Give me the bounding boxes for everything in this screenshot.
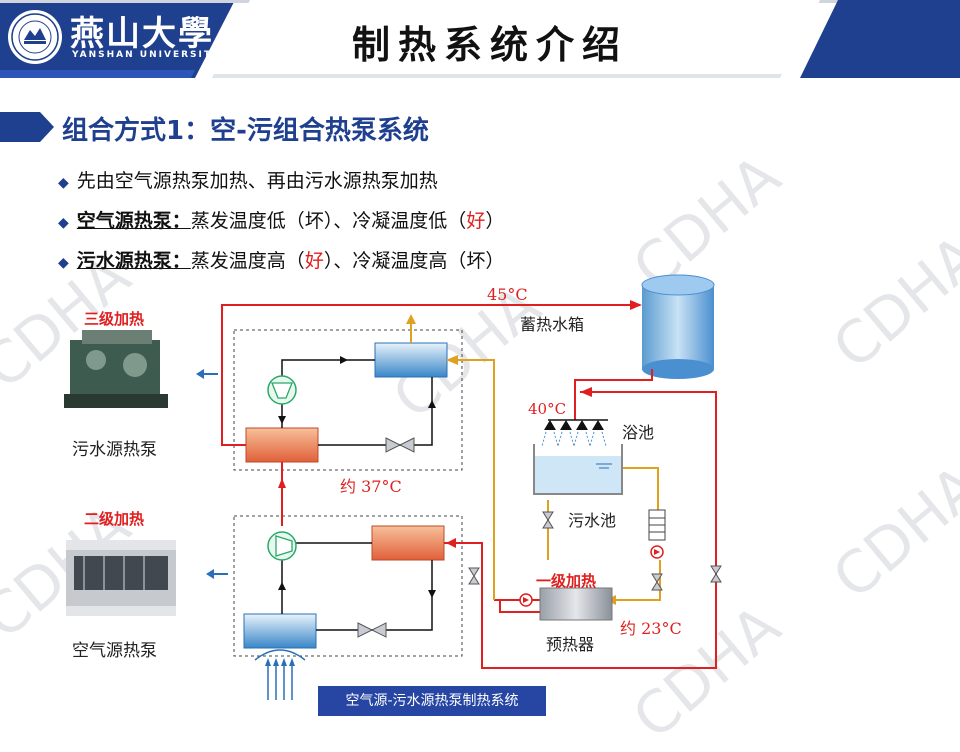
lower-heat-exchanger-blue (243, 613, 317, 649)
storage-tank (641, 274, 715, 379)
label-stage3: 三级加热 (84, 310, 144, 328)
header-band (0, 0, 960, 78)
label-temp-45: 45°C (487, 285, 528, 304)
bullet-2: ◆ 空气源热泵：蒸发温度低（坏）、冷凝温度低（好） (58, 206, 504, 233)
air-inflow-arrows (254, 649, 306, 700)
diamond-bullet-icon: ◆ (58, 255, 69, 271)
bullet-1: ◆ 先由空气源热泵加热、再由污水源热泵加热 (58, 166, 438, 193)
bullet-3-highlight: 好 (304, 250, 324, 272)
valve-icon-right (651, 573, 663, 591)
section-heading: 组合方式1：空-污组合热泵系统 (62, 116, 429, 146)
bullet-2-highlight: 好 (466, 210, 486, 232)
label-sewage-heat-pump: 污水源热泵 (72, 440, 157, 460)
lower-expansion-valve-icon (357, 622, 387, 638)
label-temp-40: 40°C (528, 400, 566, 418)
label-stage1: 一级加热 (536, 572, 596, 590)
label-preheater: 预热器 (546, 635, 594, 654)
university-logo-chinese: 燕山大學 (70, 14, 214, 54)
university-seal-logo (8, 10, 62, 64)
sewage-valve-icon (542, 511, 554, 529)
diamond-bullet-icon: ◆ (58, 175, 69, 191)
upper-compressor-icon (267, 375, 297, 405)
bullet-3-text-b: ）、冷凝温度高（坏） (323, 250, 505, 272)
bullet-3-key: 污水源热泵： (76, 250, 191, 272)
label-air-heat-pump: 空气源热泵 (72, 641, 157, 661)
label-temp-23: 约 23°C (620, 619, 682, 638)
heading-arrow-icon (0, 112, 54, 142)
valve-icon-far-right (710, 565, 722, 583)
bullet-1-text: 先由空气源热泵加热、再由污水源热泵加热 (76, 170, 438, 192)
diagram-caption: 空气源-污水源热泵制热系统 (318, 686, 546, 716)
upper-heat-exchanger-blue (374, 342, 448, 378)
valve-icon-left (468, 567, 480, 585)
heat-pump-system-diagram: 三级加热 二级加热 一级加热 污水源热泵 空气源热泵 蓄热水箱 浴池 污水池 预… (64, 274, 722, 700)
label-temp-37: 约 37°C (340, 477, 402, 496)
label-sewage-pool: 污水池 (568, 511, 616, 530)
upper-expansion-valve-icon (385, 437, 415, 453)
bullet-2-key: 空气源热泵： (76, 210, 191, 232)
lower-compressor-icon (267, 531, 297, 561)
bullet-3-text-a: 蒸发温度高（ (190, 250, 305, 272)
university-logo-english: YANSHAN UNIVERSITY (72, 50, 221, 60)
preheater (539, 587, 613, 621)
air-heat-pump-unit-box (233, 515, 463, 657)
shower-heads-icon (544, 420, 604, 430)
label-storage-tank: 蓄热水箱 (520, 315, 584, 334)
lower-heat-exchanger-orange (371, 525, 445, 561)
sewage-heat-pump-unit-box (233, 329, 463, 471)
bullet-2-text-a: 蒸发温度低（坏）、冷凝温度低（ (190, 210, 467, 232)
bath-tub (533, 444, 623, 495)
air-source-heat-pump-image (66, 540, 176, 616)
label-bath: 浴池 (622, 423, 654, 442)
slide-title: 制热系统介绍 (351, 23, 628, 67)
bullet-2-text-b: ） (485, 210, 505, 232)
filter-icon (648, 509, 666, 541)
diamond-bullet-icon: ◆ (58, 215, 69, 231)
bullet-3: ◆ 污水源热泵：蒸发温度高（好）、冷凝温度高（坏） (58, 246, 504, 273)
upper-heat-exchanger-orange (245, 427, 319, 463)
label-stage2: 二级加热 (84, 510, 144, 528)
sewage-source-heat-pump-image (64, 330, 168, 408)
